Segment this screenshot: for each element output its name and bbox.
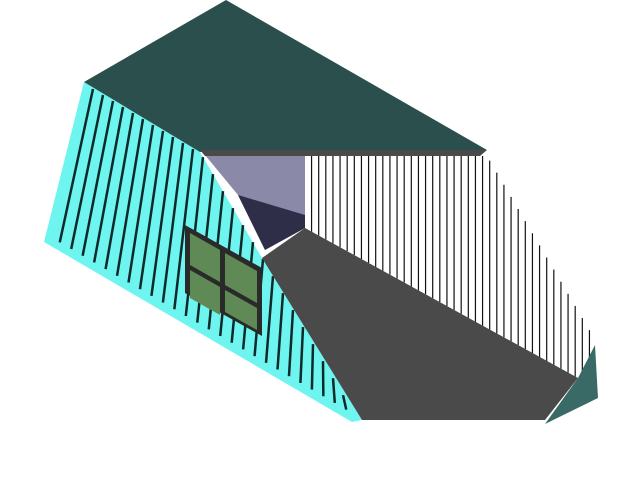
outer-wall-rib (138, 130, 165, 290)
roof (84, 0, 487, 152)
window (185, 225, 262, 336)
window-pane (225, 253, 257, 303)
outer-wall-rib (341, 394, 348, 410)
window-pane (190, 270, 220, 315)
outer-wall-rib (92, 106, 125, 263)
outer-wall-rib (331, 378, 337, 404)
outer-wall-rib (287, 310, 295, 377)
outer-wall-rib (276, 293, 285, 370)
inner-back-wall-shadow (238, 195, 305, 250)
outer-wall-rib (161, 142, 185, 303)
window-pane (190, 233, 220, 282)
outer-wall-rib (150, 136, 175, 297)
end-wall (545, 345, 598, 424)
outer-wall-rib (104, 112, 135, 270)
outer-wall-rib (127, 124, 155, 283)
outer-wall-rib (69, 94, 105, 250)
floor (262, 228, 578, 420)
window-pane (225, 290, 257, 330)
outer-wall-rib (58, 88, 95, 243)
outer-wall-rib (81, 100, 115, 256)
outer-wall-rib (115, 118, 145, 277)
outer-wall-rib (310, 344, 315, 390)
outer-wall-rib (264, 275, 275, 363)
outer-wall-rib (299, 327, 305, 383)
roof-edge (200, 150, 487, 156)
inner-wall-ribs (310, 156, 591, 385)
outer-wall-rib (173, 148, 195, 310)
